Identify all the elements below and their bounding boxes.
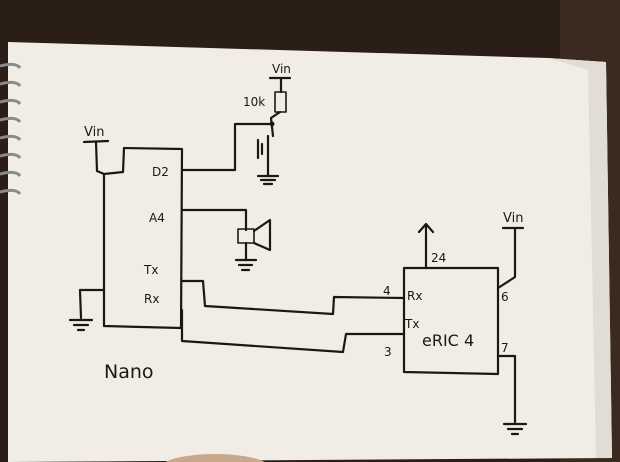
nano-pin-rx-label: Rx <box>144 292 159 306</box>
eric-body <box>402 266 500 376</box>
antenna-symbol: 24 <box>417 222 446 270</box>
eric-pin-6-number: 6 <box>501 290 509 304</box>
nano-body <box>102 146 184 330</box>
antenna-pin-number: 24 <box>431 251 446 265</box>
eric-pin-3-number: 3 <box>384 345 392 359</box>
nano-pin-a4-label: A4 <box>149 211 165 225</box>
eric-vin-symbol: Vin 6 <box>496 211 525 304</box>
hand-shadow <box>165 454 265 462</box>
wire-tx-to-rx <box>180 279 406 316</box>
eric-pin-rx-label: Rx <box>407 289 422 303</box>
wire-rx-to-tx <box>180 308 406 354</box>
nano-ground-symbol <box>68 288 106 332</box>
eric-label: eRIC 4 <box>422 331 474 350</box>
spiral-binding <box>0 62 22 195</box>
eric-vin-label: Vin <box>503 211 523 226</box>
notebook-page <box>8 42 612 462</box>
nano-pin-d2-label: D2 <box>152 165 169 179</box>
page-edge-shadow <box>548 58 612 458</box>
eric-pin-4-number: 4 <box>383 284 391 298</box>
nano-vin-symbol: Vin <box>82 125 110 176</box>
eric-ground-symbol: 7 <box>496 341 528 436</box>
buzzer-a4 <box>180 208 272 272</box>
nano-label: Nano <box>104 361 154 383</box>
vin-resistor-supply: Vin <box>268 62 292 94</box>
eric-pin-7-number: 7 <box>501 341 509 355</box>
pushbutton-d2 <box>180 110 282 186</box>
eric-pin-tx-label: Tx <box>404 317 419 331</box>
nano-vin-label: Vin <box>84 125 104 140</box>
resistor-vin-label: Vin <box>272 62 291 76</box>
resistor-value-label: 10k <box>243 95 265 109</box>
nano-pin-tx-label: Tx <box>143 263 158 277</box>
